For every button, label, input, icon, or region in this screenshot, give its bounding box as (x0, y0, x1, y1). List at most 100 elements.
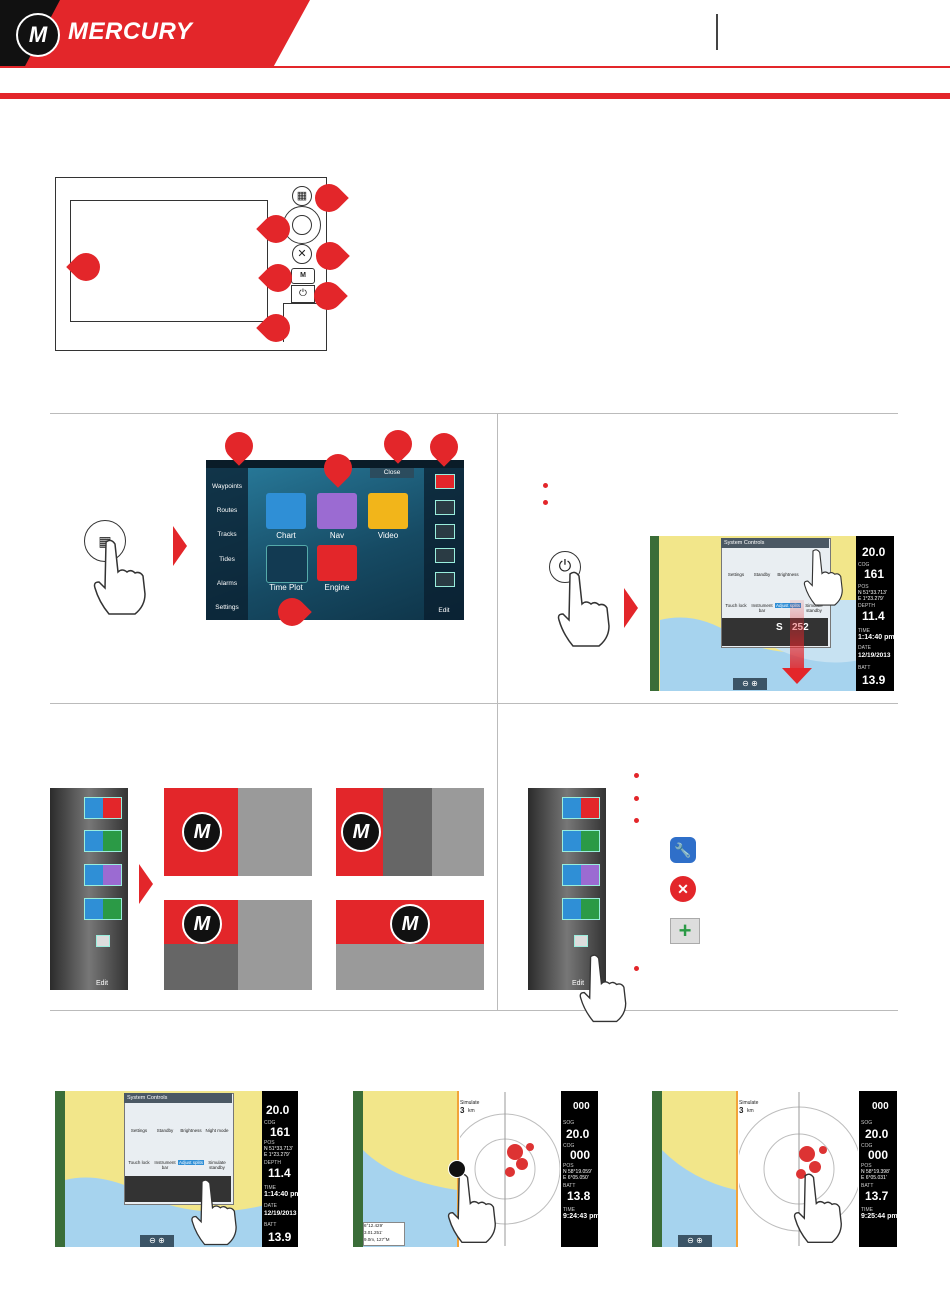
pos-e: E 1°23.279' (858, 596, 884, 602)
bullet (543, 483, 548, 488)
sidebar-strip (55, 1091, 65, 1247)
dialog-row-label[interactable]: Settings (727, 572, 745, 577)
pos-label: POS (264, 1140, 275, 1146)
split-favorite-tile[interactable] (562, 797, 600, 819)
split-favorite-tile[interactable] (84, 898, 122, 920)
dialog-row-label[interactable]: Simulate standby (208, 1160, 226, 1170)
dialog-row-label[interactable]: Brightness (777, 572, 799, 577)
depth-label: DEPTH (264, 1160, 281, 1166)
depth-value: 11.4 (268, 1166, 291, 1180)
edit-label[interactable]: Edit (571, 980, 585, 987)
split-favorite-tile[interactable] (84, 864, 122, 886)
favorite-tile[interactable] (435, 548, 455, 563)
favorite-tile[interactable] (96, 935, 110, 947)
app-tile-nav[interactable] (317, 493, 357, 529)
batt-value: 13.9 (268, 1230, 292, 1244)
callout-marker (378, 424, 418, 464)
sog-value: 20.0 (566, 1127, 590, 1141)
dialog-row-label[interactable]: Standby (753, 572, 771, 577)
cog-label: COG (563, 1143, 575, 1149)
edit-wrench-icon: 🔧 (670, 837, 696, 863)
pos-n: N 58°19.398' (861, 1169, 890, 1175)
favorite-tile[interactable] (435, 474, 455, 489)
rotary-inner-icon (292, 215, 312, 235)
zoom-controls: ⊖ ⊕ (140, 1235, 174, 1247)
pointing-hand-icon (579, 954, 627, 1023)
dialog-row-label[interactable]: Settings (130, 1128, 148, 1133)
sim-label: Simulate (460, 1100, 480, 1106)
dialog-footer (722, 618, 828, 646)
mob-key-icon: M (291, 268, 315, 284)
batt-label: BATT (264, 1222, 277, 1228)
close-button[interactable]: Close (370, 468, 414, 478)
cog-label: COG (861, 1143, 873, 1149)
dialog-row-label[interactable]: Simulate standby (805, 603, 823, 613)
sidebar-strip (652, 1091, 662, 1247)
sog-label: SOG (563, 1120, 575, 1126)
header-rule (0, 66, 950, 68)
coord-line: 3.01.251' (364, 1230, 383, 1235)
tool-alarms[interactable]: Alarms (216, 580, 238, 587)
app-tile-video[interactable] (368, 493, 408, 529)
pos-e: E 6°05.050' (563, 1175, 589, 1181)
swipe-arrow-head-icon (782, 668, 812, 684)
system-controls-title: System Controls (124, 1093, 232, 1103)
cog-label: COG (264, 1120, 276, 1126)
dialog-row-label[interactable]: Adjust splits (178, 1160, 204, 1165)
pos-n: N 51°33.713' (858, 590, 887, 596)
split-favorite-tile[interactable] (84, 830, 122, 852)
mercury-logo-icon: M (390, 904, 430, 944)
favorite-tile[interactable] (574, 935, 588, 947)
dialog-row-label[interactable]: Night mode (205, 1128, 229, 1133)
home-screen (206, 460, 464, 620)
dialog-row-label[interactable]: Standby (156, 1128, 174, 1133)
tool-routes[interactable]: Routes (216, 507, 238, 514)
drag-handle-icon[interactable] (448, 1160, 466, 1178)
range-value: 3 (739, 1106, 744, 1115)
dialog-row-label[interactable]: Touch lock (128, 1160, 150, 1165)
time-label: TIME (861, 1207, 873, 1213)
split-favorite-tile[interactable] (562, 898, 600, 920)
time-value: 9:25:44 pm (861, 1213, 898, 1220)
sidebar-strip (650, 536, 659, 691)
pos-n: N 58°19.059' (563, 1169, 592, 1175)
dialog-row-label[interactable]: Adjust splits (775, 603, 801, 608)
dialog-row-label[interactable]: Touch lock (725, 603, 747, 608)
date-value: 12/19/2013 (858, 652, 891, 659)
favorite-tile[interactable] (435, 500, 455, 515)
favorite-tile[interactable] (435, 572, 455, 587)
tool-settings[interactable]: Settings (215, 604, 239, 611)
edit-label[interactable]: Edit (95, 980, 109, 987)
section-rule (50, 413, 898, 414)
radar-sweep (460, 1092, 560, 1246)
pos-label: POS (563, 1163, 574, 1169)
mercury-logo-icon: M (182, 904, 222, 944)
split-favorite-tile[interactable] (562, 830, 600, 852)
favorite-tile[interactable] (435, 524, 455, 539)
layout-quad-gray2 (238, 944, 312, 990)
app-tile-chart[interactable] (266, 493, 306, 529)
zoom-controls: ⊖ ⊕ (733, 678, 767, 690)
edit-label[interactable]: Edit (438, 607, 450, 614)
depth-value: 11.4 (862, 609, 885, 623)
dialog-row-label[interactable]: Brightness (180, 1128, 202, 1133)
tool-waypoints[interactable]: Waypoints (211, 483, 243, 490)
split-favorite-tile[interactable] (562, 864, 600, 886)
tool-tracks[interactable]: Tracks (217, 531, 237, 538)
pos-n: N 51°33.713' (264, 1146, 293, 1152)
date-label: DATE (858, 645, 871, 651)
split-divider (736, 1091, 738, 1247)
dialog-row-label[interactable]: Instrument bar (154, 1160, 176, 1170)
split-favorite-tile[interactable] (84, 797, 122, 819)
app-tile-time-plot[interactable] (266, 545, 308, 583)
dialog-row-label[interactable]: Instrument bar (751, 603, 773, 613)
range-value: 3 (460, 1106, 465, 1115)
layout-single-gray (238, 788, 312, 876)
tool-tides[interactable]: Tides (219, 556, 235, 563)
pointing-hand-icon (93, 539, 146, 615)
instrument-panel (262, 1091, 298, 1247)
top-heading-value: 000 (573, 1101, 590, 1112)
instrument-panel (561, 1091, 598, 1247)
app-tile-engine[interactable] (317, 545, 357, 581)
section-rule (50, 1010, 898, 1011)
